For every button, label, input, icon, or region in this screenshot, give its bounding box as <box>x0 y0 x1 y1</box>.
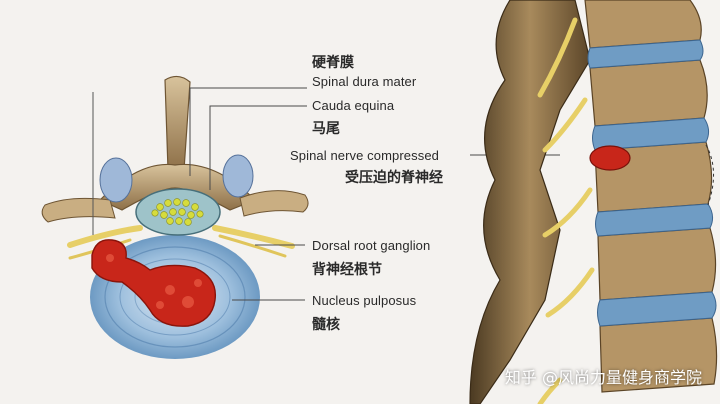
drg-label-en: Dorsal root ganglion <box>312 238 431 253</box>
nerve-root-right <box>212 225 295 249</box>
transverse-process-right <box>239 190 309 217</box>
facet-joint-left <box>99 157 133 203</box>
dural-sac <box>135 188 221 236</box>
nucleus-pulposus-label-zh: 髓核 <box>312 317 340 333</box>
spinal-nerve-label-en: Spinal nerve compressed <box>290 148 439 163</box>
facet-joint-right <box>222 154 254 198</box>
compressed-nerve-herniation <box>589 145 631 171</box>
drg-label-zh: 背神经根节 <box>312 262 382 278</box>
spinous-process <box>164 75 191 171</box>
cauda-equina-label-zh: 马尾 <box>312 121 340 137</box>
cross-section <box>41 75 309 359</box>
dura-mater-label-en: Spinal dura mater <box>312 74 417 89</box>
cauda-equina-label-en: Cauda equina <box>312 98 395 113</box>
cauda-equina-fibers <box>151 198 204 226</box>
nerve-root-left <box>67 225 143 248</box>
vertebral-bodies <box>584 0 718 393</box>
transverse-process-left <box>41 197 116 223</box>
dura-mater-label-zh: 硬脊膜 <box>312 55 354 71</box>
posterior-elements <box>469 0 591 404</box>
lumbar-spine-lateral <box>469 0 720 404</box>
nucleus-pulposus-label-en: Nucleus pulposus <box>312 293 417 308</box>
watermark: 知乎 @风尚力量健身商学院 <box>504 368 702 387</box>
spinal-nerve-label-zh: 受压迫的脊神经 <box>345 170 443 186</box>
spinal-discs <box>587 39 717 327</box>
spinal-nerves <box>537 17 595 404</box>
